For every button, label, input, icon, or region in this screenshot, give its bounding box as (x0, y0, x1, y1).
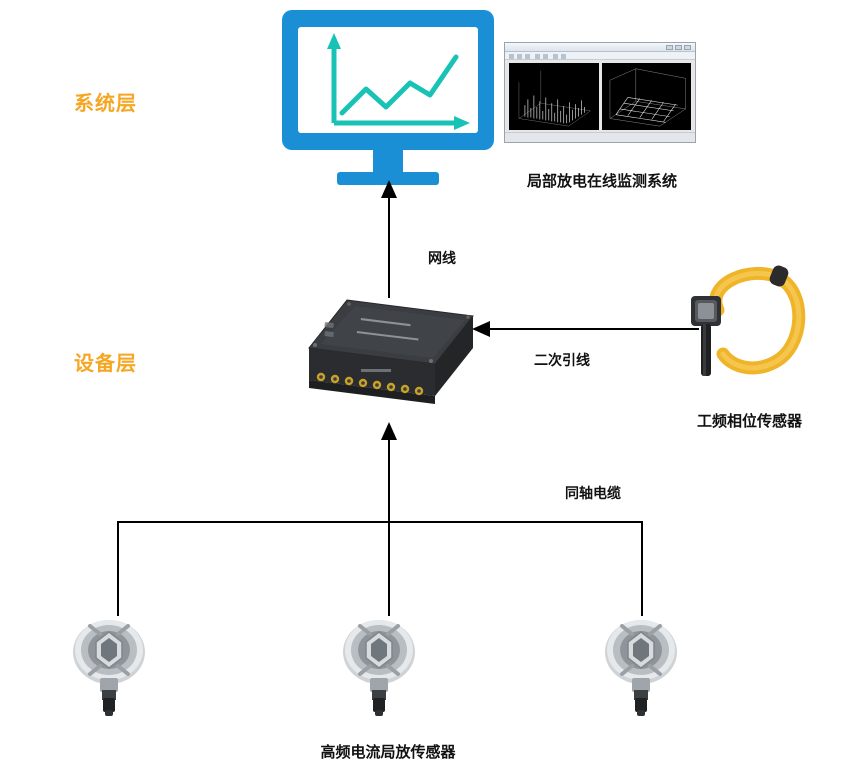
monitor-neck (373, 150, 403, 172)
software-window-icon (504, 42, 696, 143)
layer-label-device: 设备层 (74, 353, 137, 375)
hfct-sensor-icon-2 (340, 608, 418, 718)
caption-software: 局部放电在线监测系统 (526, 173, 677, 190)
phase-sensor-icon (683, 262, 808, 412)
edge-network-cable-line (388, 196, 390, 298)
prpd-3d-plot-right (601, 63, 691, 130)
software-window-toolbar (505, 52, 695, 60)
monitor-base (337, 172, 439, 185)
arrow-icon-coaxial-cable (381, 422, 397, 440)
software-window-body (509, 63, 691, 130)
software-window-statusbar (505, 132, 695, 142)
edge-coax-riser (388, 440, 390, 522)
edge-label-secondary-lead: 二次引线 (530, 349, 594, 371)
edge-label-coaxial-cable: 同轴电缆 (561, 482, 625, 504)
caption-hfct-sensor: 高频电流局放传感器 (320, 744, 456, 761)
line-chart-icon (327, 33, 470, 130)
maximize-icon (675, 45, 682, 50)
edge-coax-bus (117, 521, 642, 523)
caption-phase-sensor: 工频相位传感器 (696, 413, 802, 430)
monitor-icon (282, 10, 494, 185)
close-icon (684, 45, 691, 50)
layer-label-system: 系统层 (74, 93, 137, 115)
monitor-screen-inner (298, 27, 478, 133)
arrow-icon-network-cable (381, 180, 397, 198)
acquisition-device-icon (305, 298, 475, 416)
hfct-sensor-icon-1 (70, 608, 148, 718)
minimize-icon (666, 45, 673, 50)
hfct-sensor-icon-3 (602, 608, 680, 718)
edge-label-network-cable: 网线 (424, 247, 460, 269)
edge-secondary-lead-line (488, 328, 699, 330)
arrow-icon-secondary-lead (472, 321, 490, 337)
prpd-3d-plot-left (509, 63, 599, 130)
software-window-titlebar (505, 43, 695, 52)
edge-coax-drop-right (641, 521, 643, 616)
edge-coax-drop-center (388, 521, 390, 616)
edge-coax-drop-left (117, 521, 119, 616)
